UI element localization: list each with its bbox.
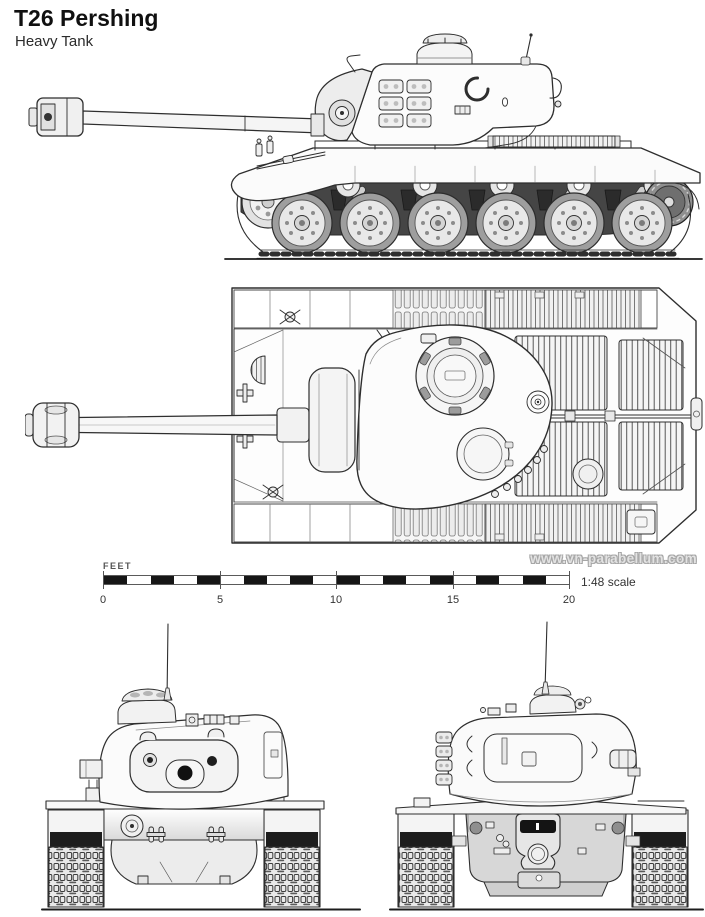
top-view-drawing (25, 272, 705, 560)
headlight (262, 309, 301, 500)
lifting-ring (464, 76, 490, 102)
scale-tick-label: 10 (329, 594, 343, 606)
turret-left-bracket (79, 759, 103, 779)
glacis-fittings (255, 135, 326, 170)
lifting-eyes (146, 826, 226, 843)
scale-bar-segment (476, 576, 500, 584)
scale-bar-segment (266, 576, 290, 584)
side-view-turret (351, 33, 562, 149)
antenna-front (163, 623, 172, 701)
gun-muzzle-rear (609, 749, 641, 777)
scale-bar-segment (127, 576, 151, 584)
antenna (520, 33, 533, 66)
stowage-box (483, 733, 583, 783)
page-title: T26 Pershing (14, 5, 159, 31)
rear-view-hull (395, 797, 687, 897)
rear-fittings (451, 821, 641, 855)
scale-tick-label: 15 (446, 594, 460, 606)
muzzle-brake-top (25, 402, 80, 448)
siren (250, 355, 266, 385)
muzzle-brake (28, 97, 84, 137)
rear-view-turret (435, 621, 641, 807)
scale-unit-label: FEET (103, 561, 133, 571)
scale-bar-segment (383, 576, 407, 584)
bustle-rack-knobs (491, 445, 548, 498)
gun-barrel (82, 110, 322, 134)
cupola (416, 33, 473, 65)
cupola-front (117, 688, 177, 725)
spare-track-links-rear (435, 731, 453, 786)
roof-fittings-rear (480, 703, 517, 716)
tow-pintle (690, 397, 703, 431)
spare-track-links (378, 79, 432, 128)
scale-bar-segment (429, 576, 453, 584)
front-view-turret (79, 623, 289, 810)
mantlet-top (308, 367, 356, 473)
loader-hatch (456, 427, 514, 481)
watermark-text: www.vn-parabellum.com (530, 551, 697, 566)
scale-bar-segment (313, 576, 337, 584)
rear-view-drawing (388, 620, 705, 915)
sight-port (207, 756, 217, 766)
front-view-tracks (47, 809, 321, 908)
scale-bar-segment (150, 576, 174, 584)
exhaust-deflector (515, 813, 561, 870)
side-view-drawing (25, 32, 705, 260)
scale-tick (453, 571, 454, 589)
antenna-mount (526, 390, 550, 414)
turret-side-door (263, 731, 283, 779)
scale-bar-segment (104, 576, 128, 584)
rear-view-tracks (397, 809, 689, 908)
front-view-drawing (40, 620, 362, 915)
track-band-bottom (233, 503, 658, 543)
scale-tick-label: 0 (99, 594, 107, 606)
scale-tick (103, 571, 104, 589)
scale-bar-segment (197, 576, 221, 584)
scale-bar-segment (220, 576, 244, 584)
scale-bar-segment (173, 576, 197, 584)
road-wheels (271, 192, 673, 254)
gun-bore (177, 765, 193, 781)
scale-bar-segment (522, 576, 546, 584)
scale-bar-segment (336, 576, 360, 584)
scale-tick (569, 571, 570, 589)
side-view-gun (28, 54, 373, 142)
scale-tick (336, 571, 337, 589)
roof-fittings (185, 713, 240, 727)
scale-bar-segment (243, 576, 267, 584)
side-view-hull (230, 135, 701, 210)
scale-ratio-label: 1:48 scale (581, 575, 636, 589)
side-view-running-gear (224, 172, 703, 260)
vent-dome (572, 458, 604, 490)
scale-bar-segment (545, 576, 569, 584)
scale-tick-label: 20 (562, 594, 576, 606)
scale-bar-segment (499, 576, 523, 584)
scale-bar-segment (406, 576, 430, 584)
top-view-gun (25, 367, 360, 473)
siren (120, 814, 144, 838)
scale-bar-segment (359, 576, 383, 584)
scale-bar-segment (290, 576, 314, 584)
track-band-top (233, 289, 658, 329)
gun-mantlet-front (129, 728, 239, 793)
commander-cupola (415, 336, 495, 416)
top-view-turret (356, 324, 553, 510)
scale-tick-label: 5 (216, 594, 224, 606)
page-subtitle: Heavy Tank (15, 33, 94, 50)
antenna-rear (541, 621, 550, 695)
scale-bar-segment (452, 576, 476, 584)
scale-tick (220, 571, 221, 589)
cupola-rear (529, 685, 592, 715)
